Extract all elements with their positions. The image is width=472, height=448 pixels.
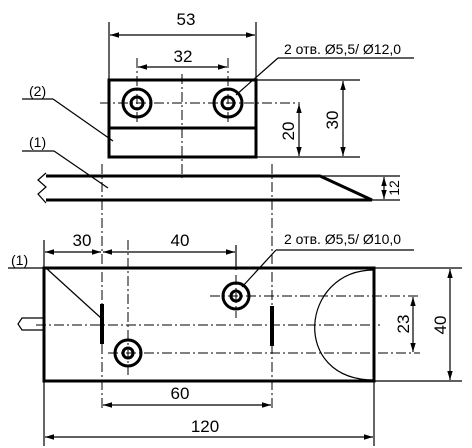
dim-40-vertical: 40	[431, 316, 450, 335]
bottom-hole-note: 2 отв. Ø5,5/ Ø10,0	[284, 231, 401, 247]
dim-20: 20	[279, 122, 298, 141]
dim-120: 120	[191, 417, 219, 436]
label-part-1-bottom: (1)	[11, 252, 28, 268]
slot-left	[100, 304, 104, 344]
side-view: 12	[37, 172, 402, 204]
dim-40-top: 40	[171, 231, 190, 250]
dim-30-bottom: 30	[73, 231, 92, 250]
dim-32: 32	[174, 47, 193, 66]
label-part-1-bottom-leader	[45, 267, 102, 319]
label-part-1-top-leader	[53, 150, 109, 189]
bottom-wire-break	[17, 317, 44, 331]
top-part-view: 53 32 2 отв. Ø5,5/ Ø12,0 30 20 (2) (1)	[22, 10, 414, 189]
side-view-break	[37, 172, 47, 204]
dim-23: 23	[394, 315, 413, 334]
label-part-1-top: (1)	[29, 134, 46, 150]
label-part-2: (2)	[29, 83, 46, 99]
bottom-part-view: 30 40 2 отв. Ø5,5/ Ø10,0 (1) 40 23 60 12…	[8, 164, 462, 446]
label-part-2-leader	[52, 98, 114, 142]
bottom-hole-leader	[241, 249, 277, 288]
side-view-outline	[46, 174, 373, 202]
dim-60: 60	[171, 384, 190, 403]
top-hole-note: 2 отв. Ø5,5/ Ø12,0	[284, 41, 401, 57]
dim-53: 53	[177, 10, 196, 29]
top-hole-leader	[235, 57, 279, 96]
dim-12: 12	[386, 180, 402, 196]
dim-30: 30	[323, 111, 342, 130]
